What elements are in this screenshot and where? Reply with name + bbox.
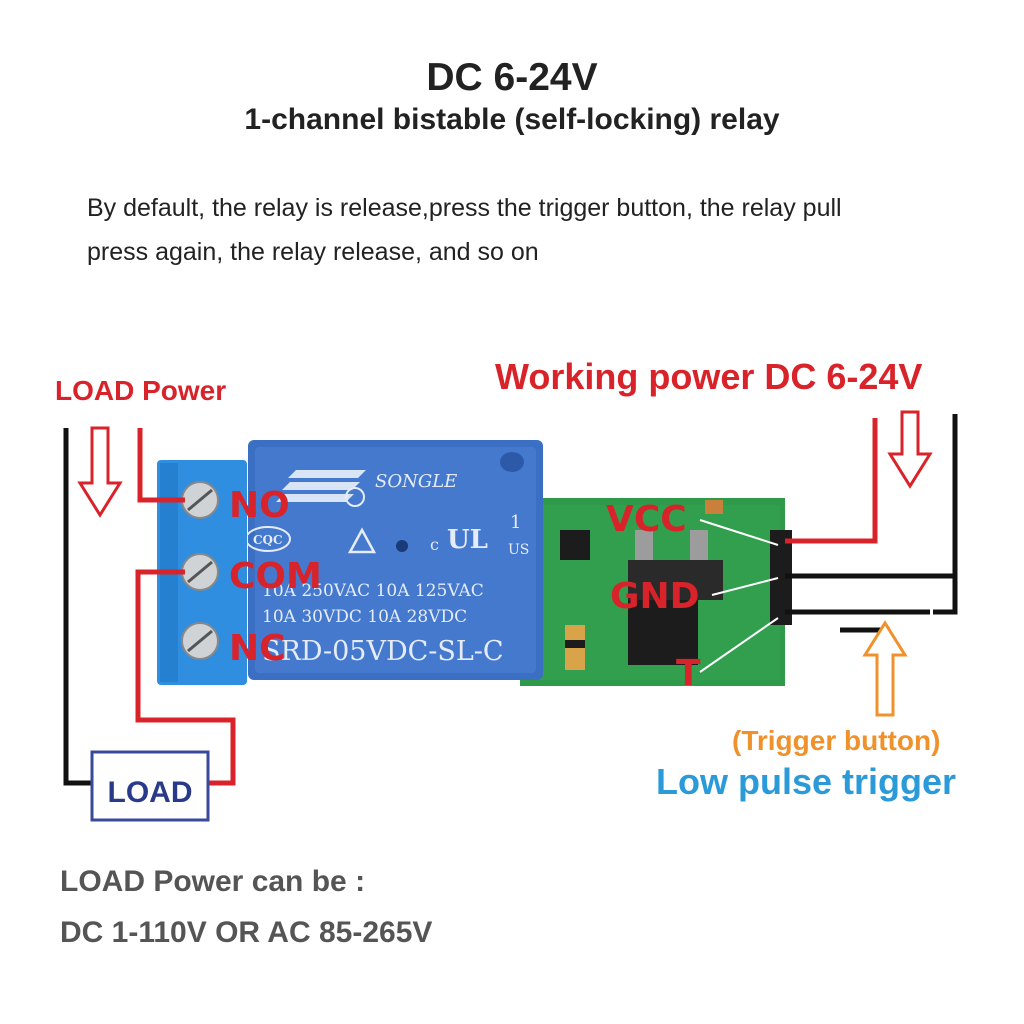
load-power-label: LOAD Power xyxy=(55,375,226,406)
gnd-wire-vertical xyxy=(933,414,958,615)
pin-gnd-label: GND xyxy=(610,576,700,617)
vcc-wire xyxy=(785,418,878,544)
terminal-no-label: NO xyxy=(229,485,290,526)
screw-com-icon xyxy=(181,553,219,591)
relay-model: SRD-05VDC-SL-C xyxy=(262,636,504,667)
description-line-1: By default, the relay is release,press t… xyxy=(87,194,842,222)
ul-mark-icon: UL xyxy=(447,525,488,555)
load-box xyxy=(90,750,210,822)
load-power-note-2: DC 1-110V OR AC 85-265V xyxy=(60,916,432,949)
pin-t-label: T xyxy=(676,653,701,694)
load-power-note-1: LOAD Power can be : xyxy=(60,865,365,898)
trigger-arrow-icon xyxy=(862,620,908,717)
terminal-com-label: COM xyxy=(229,556,322,597)
regulator-chip xyxy=(628,595,698,665)
small-ic xyxy=(560,530,590,560)
page-title: DC 6-24V xyxy=(426,56,598,99)
ul-c-label: c xyxy=(430,535,439,554)
load-power-arrow-icon xyxy=(77,426,123,518)
description-line-2: press again, the relay release, and so o… xyxy=(87,238,539,266)
pin-vcc-label: VCC xyxy=(606,499,687,540)
load-wire-com xyxy=(135,569,236,786)
relay-brand: SONGLE xyxy=(375,471,457,492)
screw-nc-icon xyxy=(181,622,219,660)
low-pulse-trigger-label: Low pulse trigger xyxy=(656,761,956,802)
songle-logo-icon xyxy=(276,470,366,502)
load-wire-no xyxy=(137,428,185,503)
cqc-label: CQC xyxy=(253,533,283,547)
ul-us-label: US xyxy=(508,542,529,558)
ul-one-label: 1 xyxy=(510,512,521,533)
triangle-mark-icon xyxy=(347,527,377,554)
working-power-label: Working power DC 6-24V xyxy=(495,356,922,397)
load-box-label: LOAD xyxy=(108,776,193,809)
screw-no-icon xyxy=(181,481,219,519)
relay-rating-1: 10A 250VAC 10A 125VAC xyxy=(262,581,484,601)
registered-icon xyxy=(345,487,365,507)
working-power-arrow-icon xyxy=(887,410,933,489)
relay-dot xyxy=(396,540,408,552)
load-wire-black xyxy=(63,428,92,786)
relay-rating-2: 10A 30VDC 10A 28VDC xyxy=(262,607,467,627)
page-subtitle: 1-channel bistable (self-locking) relay xyxy=(244,103,780,136)
trigger-button-label: (Trigger button) xyxy=(732,725,940,756)
pin-header xyxy=(770,530,792,625)
terminal-nc-label: NC xyxy=(229,628,286,669)
